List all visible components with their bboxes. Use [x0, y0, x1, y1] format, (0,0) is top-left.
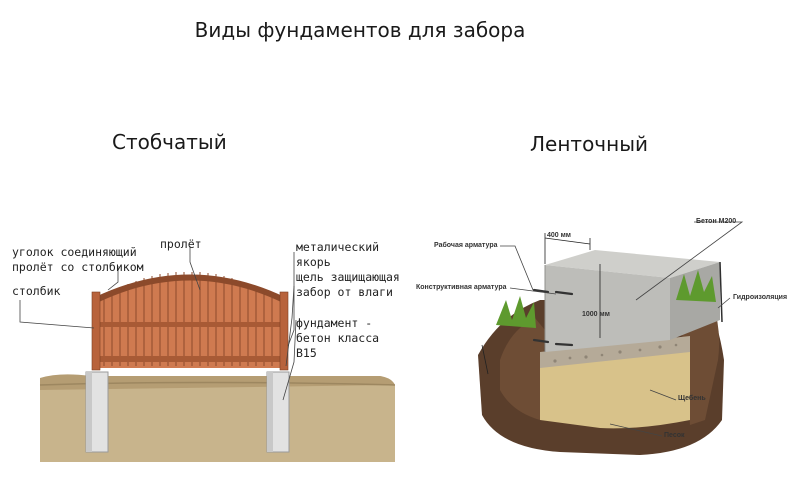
sand-layer — [540, 350, 690, 429]
page-title: Виды фундаментов для забора — [194, 18, 526, 42]
label-moisture-gap: щель защищающая забор от влаги — [296, 270, 400, 299]
label-post: столбик — [12, 284, 61, 298]
grass-tufts — [496, 270, 716, 328]
fence-boards — [103, 272, 273, 366]
label-concrete-m200: Бетон М200 — [696, 218, 737, 225]
concrete-front — [545, 265, 670, 352]
label-corner-bracket: уголок соединяющий пролёт со столбиком — [12, 245, 144, 274]
label-width-400: 400 мм — [547, 232, 571, 239]
label-sand: Песок — [664, 432, 685, 439]
label-working-rebar: Рабочая арматура — [434, 242, 498, 249]
concrete-top — [545, 250, 720, 278]
gravel-layer — [540, 336, 690, 368]
strip-foundation-heading: Ленточный — [530, 132, 648, 156]
label-span: пролёт — [160, 237, 202, 251]
label-foundation-concrete: фундамент - бетон класса В15 — [296, 316, 380, 360]
column-foundation-heading: Стобчатый — [112, 130, 227, 154]
label-gravel: Щебень — [678, 395, 706, 402]
label-waterproofing: Гидроизоляция — [733, 294, 788, 301]
rebar-ends — [532, 288, 574, 347]
label-height-1000: 1000 мм — [582, 311, 610, 318]
label-metal-anchor: металический якорь — [296, 240, 380, 269]
ground-soil — [40, 385, 395, 462]
label-structural-rebar: Конструктивная арматура — [416, 284, 507, 291]
